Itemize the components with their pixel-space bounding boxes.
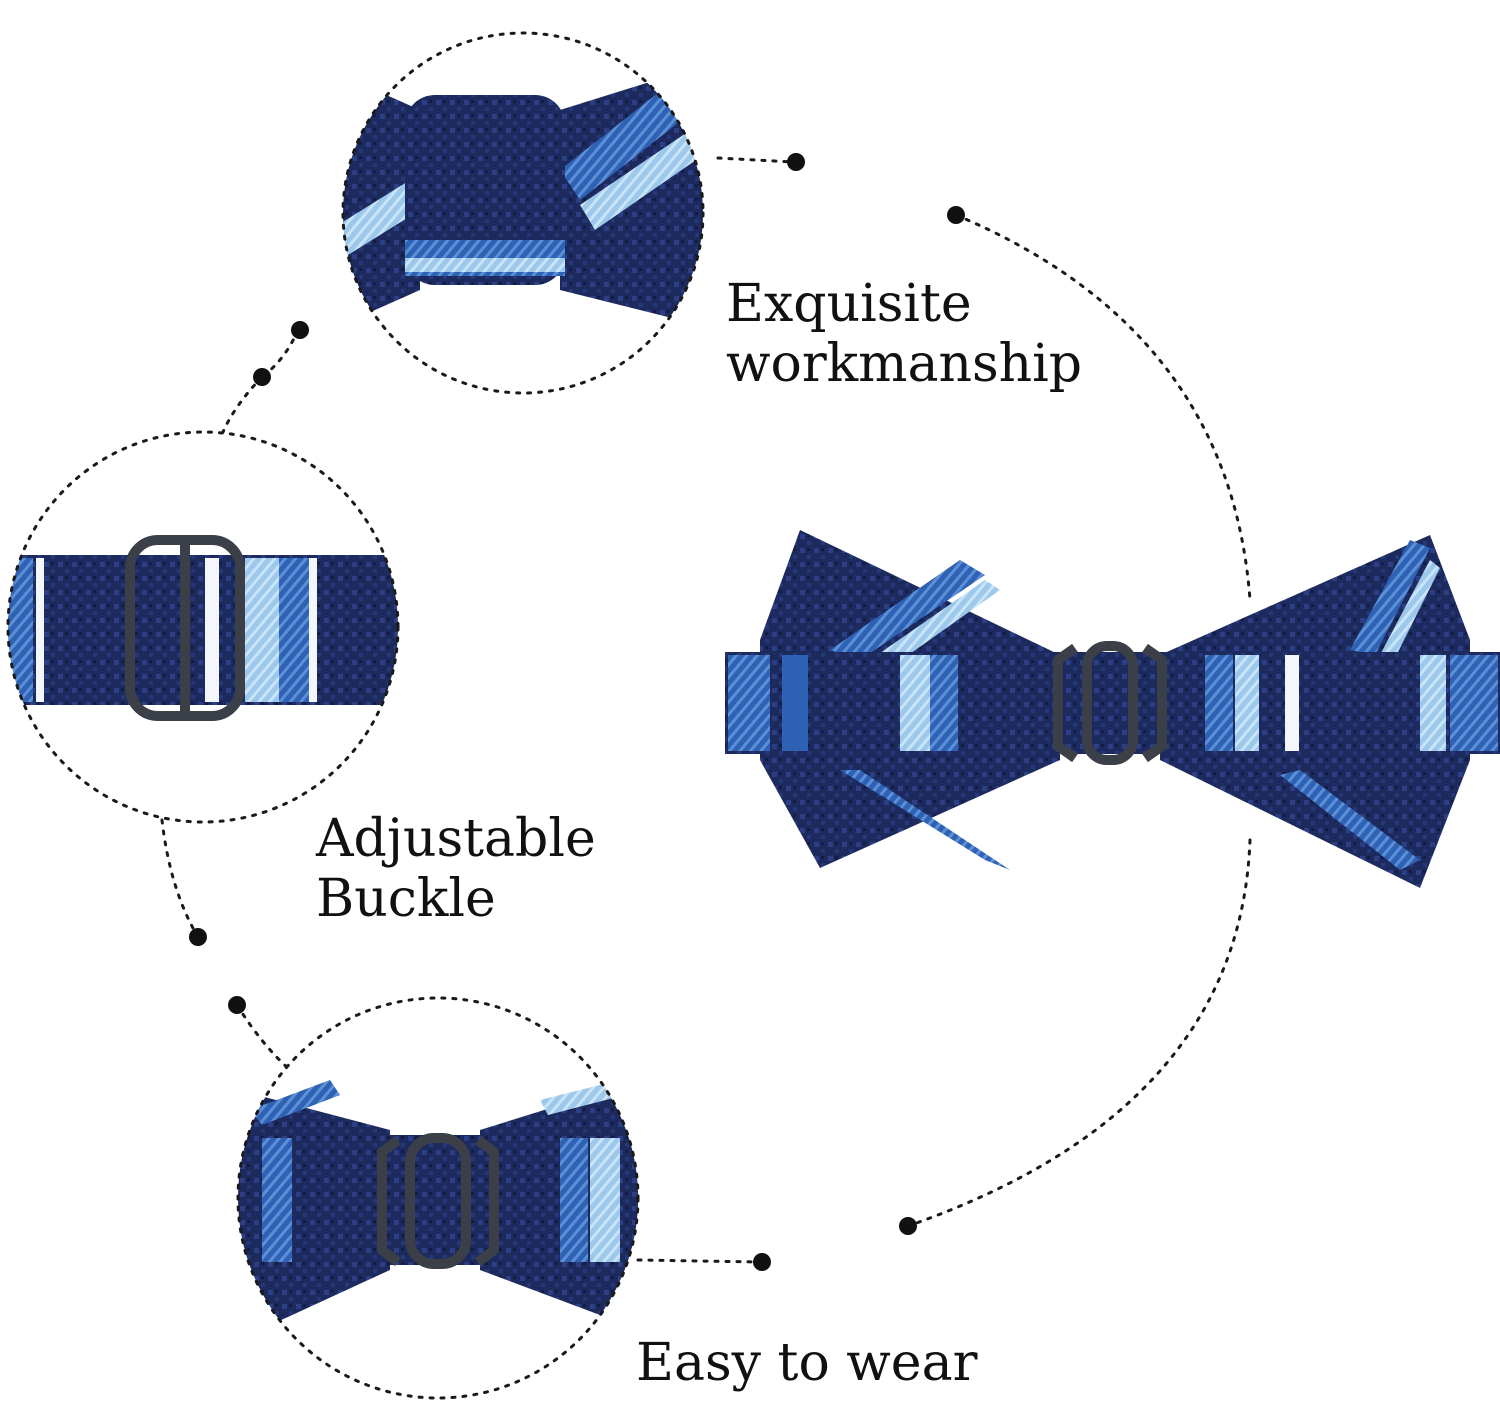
wing-stripe-left-2	[870, 580, 1000, 668]
strap-stripe-2	[782, 655, 808, 751]
bow-strap	[725, 652, 1500, 754]
dot-mid-bottom	[189, 928, 207, 946]
strap-stripe-9	[1450, 655, 1498, 751]
dot-mid-top	[253, 368, 271, 386]
buckle-strap	[8, 555, 398, 705]
strap-stripe-7	[1285, 655, 1299, 751]
wing-stripe-left-1	[830, 560, 985, 660]
dot-top-left	[291, 321, 309, 339]
connector-mid-top	[221, 375, 264, 434]
feature-label-workmanship: Exquisite workmanship	[726, 274, 1082, 394]
connector-dots	[189, 153, 965, 1271]
dot-main-bottom	[899, 1217, 917, 1235]
detail-circle-clasp	[236, 996, 640, 1400]
feature-label-wear: Easy to wear	[636, 1333, 977, 1393]
connector-top-right	[716, 156, 795, 164]
strap-stripe-6	[1235, 655, 1259, 751]
strap-stripe-3	[900, 655, 930, 751]
dot-main-top	[947, 206, 965, 224]
feature-label-buckle: Adjustable Buckle	[316, 809, 596, 929]
wing-stripe-left-3	[840, 770, 1010, 870]
bow-tie-icon	[725, 530, 1500, 888]
hook-clasp-icon	[1053, 641, 1167, 765]
wing-stripe-right-1	[1350, 540, 1430, 655]
detail-circle-buckle	[6, 430, 400, 824]
connector-mid-bottom	[160, 818, 200, 939]
feature-label-workmanship-line1: Exquisite	[726, 274, 972, 334]
feature-label-workmanship-line2: workmanship	[726, 334, 1083, 394]
dot-bottom-right	[753, 1253, 771, 1271]
connector-bottom-right	[636, 1258, 762, 1264]
dot-top-right	[787, 153, 805, 171]
detail-circle-knot	[341, 31, 705, 395]
strap-stripe-5	[1205, 655, 1233, 751]
dot-bottom-top	[228, 996, 246, 1014]
wing-stripe-right-2	[1380, 560, 1440, 658]
wing-stripe-right-3	[1280, 770, 1420, 870]
feature-label-buckle-line2: Buckle	[316, 869, 496, 929]
connector-bottom-top	[235, 1003, 292, 1072]
connector-main-arc	[954, 213, 1252, 602]
feature-label-buckle-line1: Adjustable	[316, 809, 596, 869]
strap-stripe-4	[930, 655, 958, 751]
connector-main-arc-lower	[906, 838, 1252, 1228]
strap-stripe-1	[728, 655, 770, 751]
knot-band	[405, 95, 565, 285]
feature-label-wear-line1: Easy to wear	[636, 1333, 978, 1393]
adjustable-slider-buckle-icon	[125, 535, 245, 721]
strap-stripe-8	[1420, 655, 1446, 751]
